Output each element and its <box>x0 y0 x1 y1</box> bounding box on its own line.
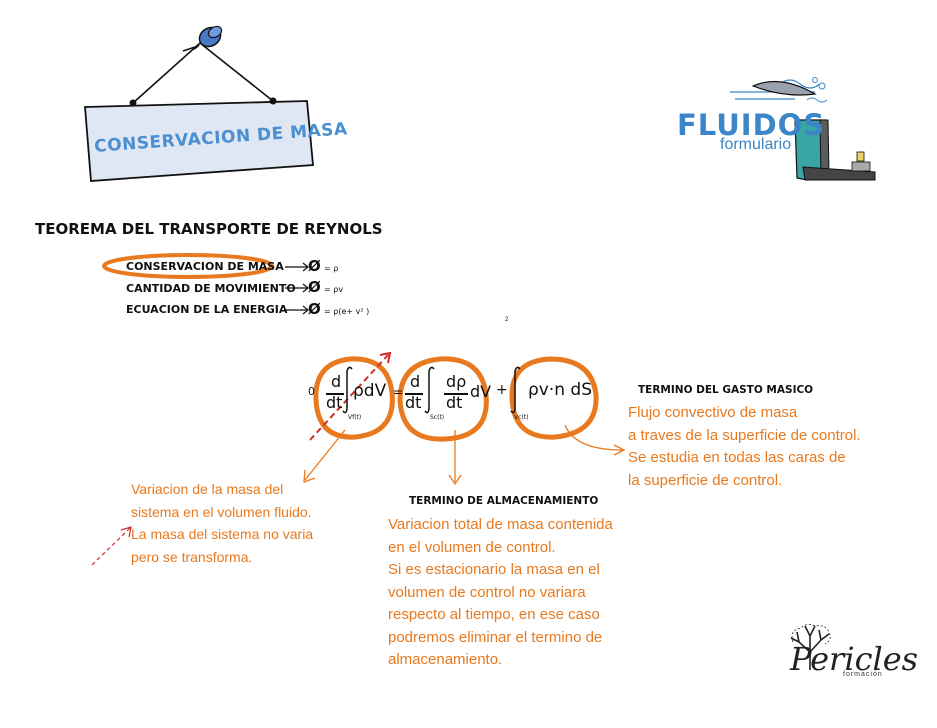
section-title: TEOREMA DEL TRANSPORTE DE REYNOLS <box>35 220 383 238</box>
phi-symbol: Ø <box>308 300 321 318</box>
term2-dt: dt <box>405 393 422 412</box>
arrow-right-icon <box>285 283 309 293</box>
term1-d: d <box>331 372 342 391</box>
gasto-title: TERMINO DEL GASTO MASICO <box>638 384 814 396</box>
fraction-bar <box>444 393 468 395</box>
fraction-bar <box>326 393 344 395</box>
term1-dt: dt <box>326 393 343 412</box>
term2-dt2: dt <box>446 393 463 412</box>
arrow-right-icon <box>285 262 309 272</box>
logo-title: FLUIDOS <box>677 108 826 142</box>
equation-row: CANTIDAD DE MOVIMIENTO <box>126 282 296 295</box>
sign-board <box>84 100 314 182</box>
footnote-mark: 2 <box>505 317 509 323</box>
term2-d: d <box>410 372 421 391</box>
integral-icon <box>424 366 435 414</box>
term2-drho: dρ <box>446 372 467 391</box>
term3-integrand: ρv·n dS <box>528 380 593 400</box>
formula-prefix: 0 <box>308 385 315 398</box>
equation-label: ECUACION DE LA ENERGIA <box>126 303 288 316</box>
sign-illustration <box>84 25 314 182</box>
gasto-text: Flujo convectivo de masa a traves de la … <box>628 404 861 489</box>
variacion-text: Variacion de la masa del sistema en el v… <box>131 481 314 565</box>
pushpin-icon <box>182 25 223 52</box>
term2-dv: dV <box>470 382 492 401</box>
brand-name: Pericles <box>790 640 919 678</box>
fluidos-illustration <box>730 77 876 181</box>
almacenamiento-title: TERMINO DE ALMACENAMIENTO <box>409 495 599 507</box>
integral-icon <box>510 366 521 414</box>
equation-row: CONSERVACION DE MASA <box>126 260 284 273</box>
equals-sign: = <box>393 385 404 399</box>
equation-value: = ρv <box>324 285 344 294</box>
phi-symbol: Ø <box>308 278 321 296</box>
arrow-right-icon <box>285 305 309 315</box>
term3-subscript: Vc(t) <box>514 414 529 421</box>
equation-value: = ρ(e+ v² ) <box>324 307 370 316</box>
brand-tagline: formación <box>843 671 883 678</box>
logo-subtitle: formulario <box>720 136 792 153</box>
equation-label: CANTIDAD DE MOVIMIENTO <box>126 282 296 295</box>
equation-value: = ρ <box>324 264 339 273</box>
equation-label: CONSERVACION DE MASA <box>126 260 284 273</box>
almacenamiento-text: Variacion total de masa contenida en el … <box>388 516 613 668</box>
term1-subscript: Vf(t) <box>348 414 362 421</box>
plus-sign: + <box>496 382 508 398</box>
fraction-bar <box>405 393 423 395</box>
tree-logo-icon <box>790 624 831 670</box>
integral-icon <box>342 366 353 414</box>
term1-integrand: ρdV <box>353 381 387 401</box>
highlight-ellipse <box>102 253 274 279</box>
arrows-group <box>285 262 309 315</box>
equation-row: ECUACION DE LA ENERGIA <box>126 303 287 316</box>
phi-symbol: Ø <box>308 257 321 275</box>
airfoil-icon <box>751 80 817 96</box>
term2-subscript: Sc(t) <box>430 414 445 421</box>
